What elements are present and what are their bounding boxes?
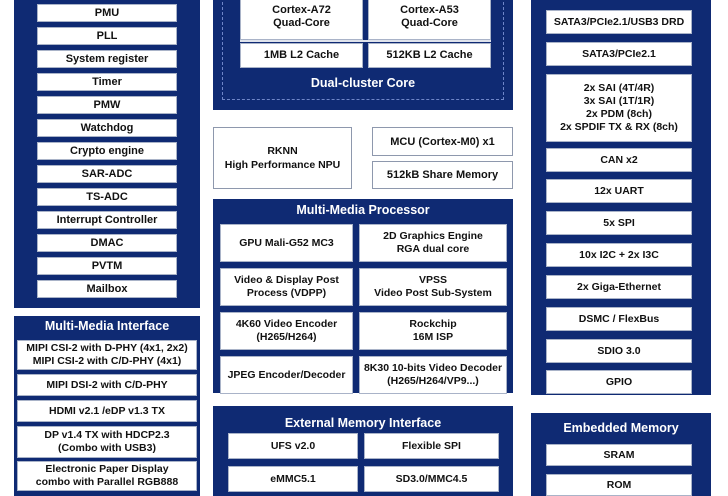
peripheral-interrupt-controller: Interrupt Controller [37,211,177,229]
mmp-block: VPSS Video Post Sub-System [359,268,507,306]
peripheral-pll: PLL [37,27,177,45]
cortex-a53-block: Cortex-A53 Quad-Core [368,0,491,40]
connectivity-item: SATA3/PCIe2.1/USB3 DRD [546,10,692,34]
embedded-memory-item: ROM [546,474,692,496]
connectivity-item: CAN x2 [546,148,692,172]
connectivity-item: SATA3/PCIe2.1 [546,42,692,66]
mmp-block: JPEG Encoder/Decoder [220,356,353,394]
peripheral-pmw: PMW [37,96,177,114]
mmp-block: 2D Graphics Engine RGA dual core [359,224,507,262]
mmp-block: 8K30 10-bits Video Decoder (H265/H264/VP… [359,356,507,394]
peripheral-pmu: PMU [37,4,177,22]
mmi-item: MIPI CSI-2 with D-PHY (4x1, 2x2) MIPI CS… [17,340,197,370]
connectivity-item: 2x SAI (4T/4R) 3x SAI (1T/1R) 2x PDM (8c… [546,74,692,142]
mmp-block: Video & Display Post Process (VDPP) [220,268,353,306]
emi-item: eMMC5.1 [228,466,358,492]
peripheral-pvtm: PVTM [37,257,177,275]
peripheral-mailbox: Mailbox [37,280,177,298]
cpu-divider [240,40,491,42]
mmi-item: DP v1.4 TX with HDCP2.3 (Combo with USB3… [17,426,197,458]
mmp-block: GPU Mali-G52 MC3 [220,224,353,262]
npu-block: RKNN High Performance NPU [213,127,352,189]
connectivity-item: GPIO [546,370,692,394]
mmi-item: HDMI v2.1 /eDP v1.3 TX [17,400,197,422]
mmi-item: MIPI DSI-2 with C/D-PHY [17,374,197,396]
mmp-block: 4K60 Video Encoder (H265/H264) [220,312,353,350]
embedded-memory-item: SRAM [546,444,692,466]
mmi-item: Electronic Paper Display combo with Para… [17,461,197,491]
multimedia-processor-title: Multi-Media Processor [296,203,430,217]
cpu-dashed-outline [222,0,504,100]
external-memory-title: External Memory Interface [284,416,442,430]
connectivity-item: 5x SPI [546,211,692,235]
l2-cache-a53: 512KB L2 Cache [368,43,491,68]
peripheral-ts-adc: TS-ADC [37,188,177,206]
peripheral-sar-adc: SAR-ADC [37,165,177,183]
connectivity-item: 10x I2C + 2x I3C [546,243,692,267]
emi-item: SD3.0/MMC4.5 [364,466,499,492]
connectivity-item: DSMC / FlexBus [546,307,692,331]
peripheral-dmac: DMAC [37,234,177,252]
emi-item: UFS v2.0 [228,433,358,459]
connectivity-item: 2x Giga-Ethernet [546,275,692,299]
multimedia-interface-title: Multi-Media Interface [44,319,170,333]
connectivity-item: SDIO 3.0 [546,339,692,363]
peripheral-system-register: System register [37,50,177,68]
embedded-memory-title: Embedded Memory [563,421,679,435]
mcu-block: MCU (Cortex-M0) x1 [372,127,513,156]
l2-cache-a72: 1MB L2 Cache [240,43,363,68]
peripheral-watchdog: Watchdog [37,119,177,137]
mmp-block: Rockchip 16M ISP [359,312,507,350]
connectivity-item: 12x UART [546,179,692,203]
peripheral-crypto-engine: Crypto engine [37,142,177,160]
cortex-a72-block: Cortex-A72 Quad-Core [240,0,363,40]
share-memory-block: 512kB Share Memory [372,161,513,189]
cpu-title: Dual-cluster Core [310,76,416,90]
emi-item: Flexible SPI [364,433,499,459]
peripheral-timer: Timer [37,73,177,91]
